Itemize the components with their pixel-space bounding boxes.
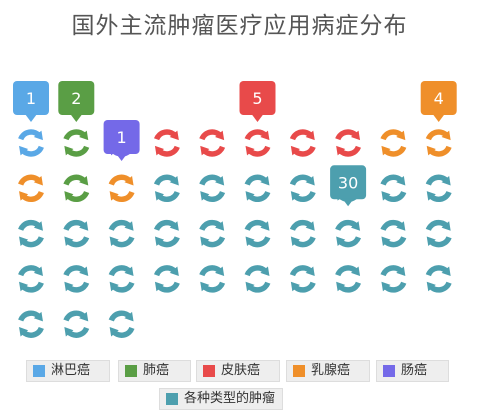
marker-各种类型的肿瘤 xyxy=(289,265,316,293)
marker-各种类型的肿瘤 xyxy=(335,265,362,293)
callout-肺癌: 2 xyxy=(58,81,95,122)
marker-皮肤癌 xyxy=(244,129,271,157)
marker-皮肤癌 xyxy=(199,129,226,157)
legend-label: 淋巴癌 xyxy=(51,363,91,378)
legend-swatch xyxy=(383,365,395,377)
callout-淋巴癌: 1 xyxy=(13,81,49,122)
callout-value: 5 xyxy=(252,89,262,108)
legend-label: 乳腺癌 xyxy=(311,363,351,378)
legend-item: 各种类型的肿瘤 xyxy=(159,388,283,410)
marker-各种类型的肿瘤 xyxy=(153,265,180,293)
marker-各种类型的肿瘤 xyxy=(108,310,135,338)
marker-皮肤癌 xyxy=(153,129,180,157)
callout-皮肤癌: 5 xyxy=(239,81,276,122)
callout-value: 4 xyxy=(434,89,444,108)
legend-swatch xyxy=(33,365,45,377)
marker-各种类型的肿瘤 xyxy=(108,265,135,293)
marker-各种类型的肿瘤 xyxy=(153,174,180,203)
legend-item: 皮肤癌 xyxy=(196,360,280,382)
callout-value: 30 xyxy=(338,173,358,192)
marker-皮肤癌 xyxy=(335,129,362,157)
marker-各种类型的肿瘤 xyxy=(18,265,44,293)
legend-item: 肠癌 xyxy=(376,360,449,382)
legend-label: 肺癌 xyxy=(143,363,170,378)
legend-label: 各种类型的肿瘤 xyxy=(184,391,276,406)
callout-肠癌: 1 xyxy=(103,120,140,161)
marker-乳腺癌 xyxy=(380,129,407,157)
marker-各种类型的肿瘤 xyxy=(425,219,452,248)
marker-乳腺癌 xyxy=(18,174,44,203)
marker-各种类型的肿瘤 xyxy=(153,219,180,248)
marker-各种类型的肿瘤 xyxy=(244,219,271,248)
marker-各种类型的肿瘤 xyxy=(108,219,135,248)
callout-value: 1 xyxy=(26,89,36,108)
legend-item: 乳腺癌 xyxy=(286,360,370,382)
legend-swatch xyxy=(203,365,215,377)
marker-各种类型的肿瘤 xyxy=(199,219,226,248)
marker-各种类型的肿瘤 xyxy=(289,174,316,203)
marker-乳腺癌 xyxy=(425,129,452,157)
marker-淋巴癌 xyxy=(18,129,44,157)
legend-swatch xyxy=(293,365,305,377)
marker-肺癌 xyxy=(63,174,90,203)
marker-各种类型的肿瘤 xyxy=(63,265,90,293)
marker-各种类型的肿瘤 xyxy=(63,310,90,338)
callout-value: 2 xyxy=(71,89,81,108)
marker-各种类型的肿瘤 xyxy=(199,174,226,203)
marker-各种类型的肿瘤 xyxy=(289,219,316,248)
callout-各种类型的肿瘤: 30 xyxy=(330,165,367,207)
chart-title: 国外主流肿瘤医疗应用病症分布 xyxy=(71,13,408,39)
callout-value: 1 xyxy=(117,128,127,147)
marker-各种类型的肿瘤 xyxy=(244,174,271,203)
callout-乳腺癌: 4 xyxy=(420,81,457,122)
legend-item: 肺癌 xyxy=(118,360,191,382)
legend-label: 肠癌 xyxy=(401,363,428,378)
marker-各种类型的肿瘤 xyxy=(18,219,44,248)
legend-item: 淋巴癌 xyxy=(26,360,110,382)
marker-各种类型的肿瘤 xyxy=(18,310,44,338)
marker-各种类型的肿瘤 xyxy=(244,265,271,293)
marker-乳腺癌 xyxy=(108,174,135,203)
legend-label: 皮肤癌 xyxy=(221,363,261,378)
marker-各种类型的肿瘤 xyxy=(335,219,362,248)
legend-swatch xyxy=(166,393,178,405)
marker-各种类型的肿瘤 xyxy=(425,174,452,203)
marker-各种类型的肿瘤 xyxy=(380,265,407,293)
marker-皮肤癌 xyxy=(289,129,316,157)
legend-swatch xyxy=(125,365,137,377)
marker-各种类型的肿瘤 xyxy=(425,265,452,293)
marker-各种类型的肿瘤 xyxy=(380,219,407,248)
marker-各种类型的肿瘤 xyxy=(63,219,90,248)
marker-肺癌 xyxy=(63,129,90,157)
marker-各种类型的肿瘤 xyxy=(199,265,226,293)
marker-各种类型的肿瘤 xyxy=(380,174,407,203)
